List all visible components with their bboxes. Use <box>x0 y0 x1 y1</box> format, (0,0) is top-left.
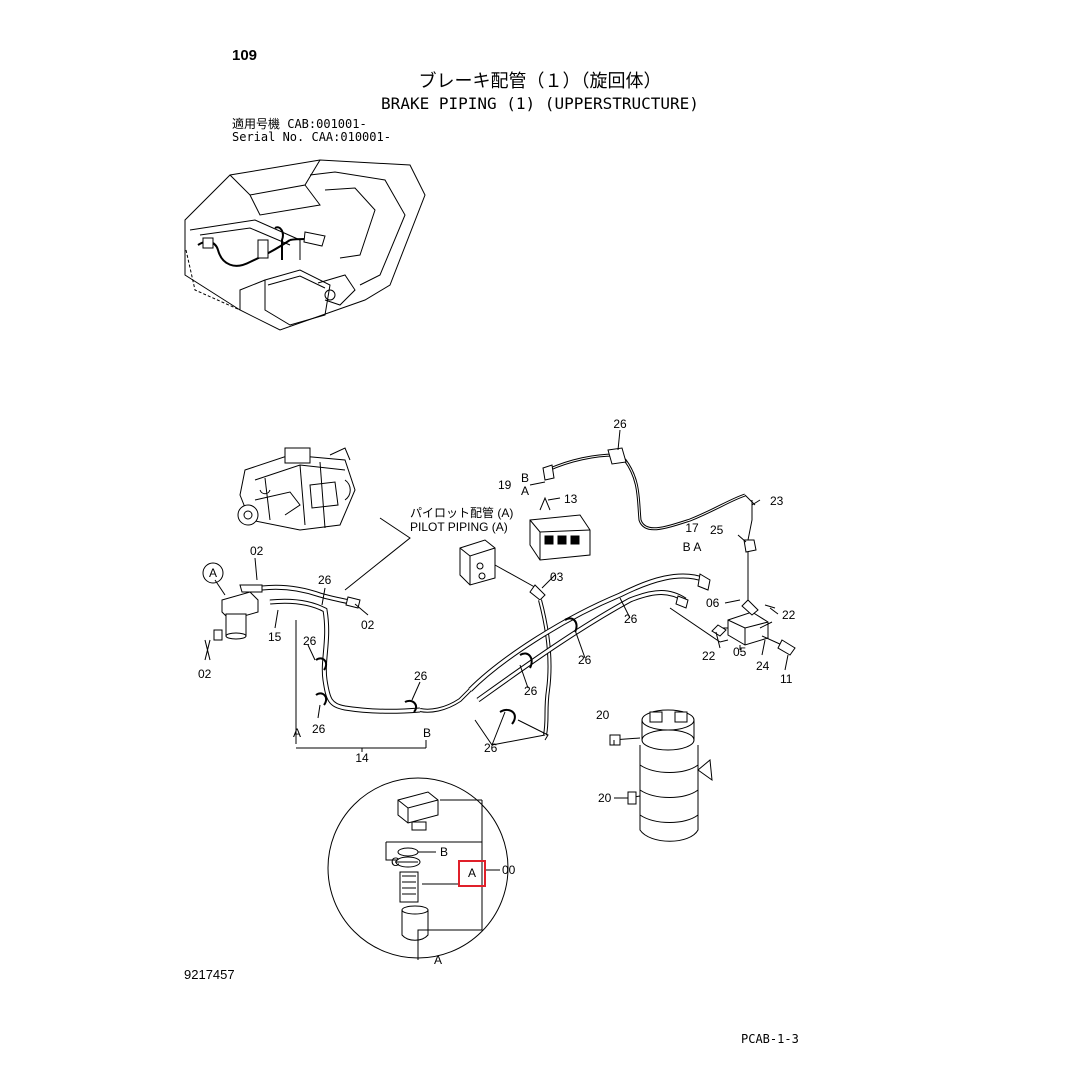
brake-filter-assembly <box>204 579 263 661</box>
filter-detail-view <box>327 777 509 960</box>
callout-labels: 26 19 B A 13 23 17 B A 25 06 22 22 05 24… <box>198 417 796 967</box>
leader-lines <box>204 429 789 799</box>
callout-17-ba: B A <box>683 540 702 554</box>
serial-line-1: 適用号機 CAB:001001- <box>232 117 367 131</box>
callout-02-bottom: 02 <box>198 667 212 681</box>
callout-20-top: 20 <box>596 708 610 722</box>
callout-26-h: 26 <box>312 722 326 736</box>
callout-02-top: 02 <box>250 544 264 558</box>
callout-26-d: 26 <box>578 653 592 667</box>
detail-label-00: 00 <box>502 863 516 877</box>
brake-hose-lower-left <box>261 584 427 752</box>
callout-26-f: 26 <box>484 741 498 755</box>
callout-22-right: 22 <box>782 608 796 622</box>
callout-26-j: 26 <box>318 573 332 587</box>
callout-23: 23 <box>770 494 784 508</box>
callout-17: 17 <box>685 521 699 535</box>
callout-24: 24 <box>756 659 770 673</box>
cab-overview-illustration <box>184 159 426 331</box>
callout-06: 06 <box>706 596 720 610</box>
hydraulic-pump-illustration <box>237 447 411 591</box>
swing-joint-illustration <box>609 709 713 842</box>
document-id: 9217457 <box>184 967 235 982</box>
callout-19: 19 <box>498 478 512 492</box>
callout-a: A <box>209 566 217 580</box>
callout-05: 05 <box>733 645 747 659</box>
callout-15: 15 <box>268 630 282 644</box>
brake-valve-block <box>669 599 796 656</box>
callout-26-e: 26 <box>524 684 538 698</box>
callout-11: 11 <box>780 672 793 686</box>
callout-03: 03 <box>550 570 564 584</box>
serial-line-2: Serial No. CAA:010001- <box>232 130 391 144</box>
callout-13: 13 <box>564 492 578 506</box>
page-number: 109 <box>232 47 258 64</box>
callout-26-c: 26 <box>624 612 638 626</box>
callout-22-left: 22 <box>702 649 716 663</box>
pilot-piping-label-jp: パイロット配管 (A) <box>410 505 513 520</box>
callout-14-b: B <box>423 726 431 740</box>
callout-26-g: 26 <box>414 669 428 683</box>
brake-hose-upper <box>542 447 757 610</box>
callout-02-right: 02 <box>361 618 375 632</box>
main-brake-hoses <box>419 573 711 741</box>
callout-a-circle <box>202 562 224 584</box>
page-code: PCAB-1-3 <box>741 1032 799 1046</box>
callout-26-top: 26 <box>613 417 627 431</box>
highlight-box-a[interactable] <box>458 860 486 887</box>
callout-26-i: 26 <box>303 634 317 648</box>
callout-20-bottom: 20 <box>598 791 612 805</box>
title-english: BRAKE PIPING (1) (UPPERSTRUCTURE) <box>381 94 699 113</box>
title-japanese: ブレーキ配管（１）（旋回体） <box>418 71 662 92</box>
callout-19-b: B <box>521 471 529 485</box>
callout-25: 25 <box>710 523 724 537</box>
detail-label-c: C <box>391 855 400 869</box>
callout-14-a: A <box>293 726 301 740</box>
callout-19-a: A <box>521 484 529 498</box>
detail-label-b: B <box>440 845 448 859</box>
detail-label-a[interactable]: A <box>468 866 476 880</box>
detail-label-a-bottom: A <box>434 953 442 967</box>
pilot-manifold-assembly <box>459 496 591 601</box>
pilot-piping-label-en: PILOT PIPING (A) <box>410 520 508 534</box>
callout-14: 14 <box>355 751 369 765</box>
